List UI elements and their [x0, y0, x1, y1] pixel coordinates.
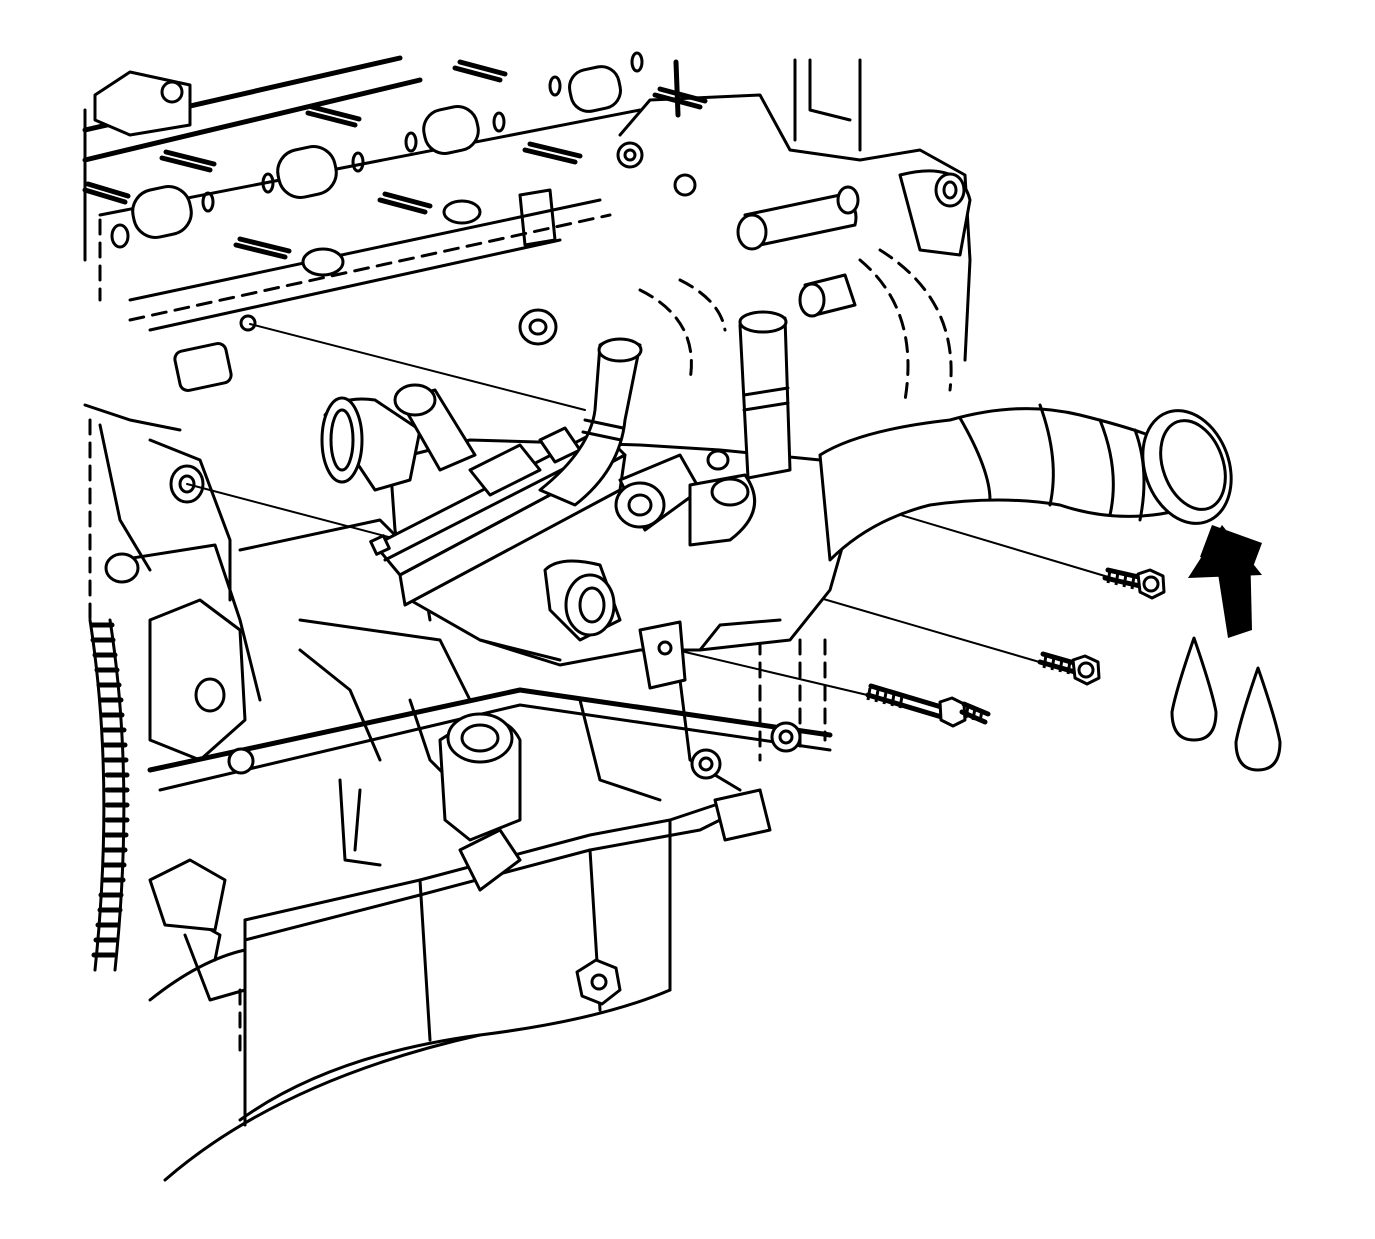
stud-bolt-lower [865, 683, 991, 728]
heater-nipple [393, 383, 477, 472]
pan-flange-bracket [713, 788, 772, 842]
vertical-pipe [738, 310, 792, 480]
engine-block [82, 51, 972, 1182]
oil-pan-pipe [438, 712, 522, 892]
curved-tube [538, 337, 643, 507]
radiator-outlet-pipe [818, 403, 1233, 562]
coolant-drop-icon [1170, 636, 1218, 742]
arrow-up-icon [1188, 525, 1262, 638]
bolt-boss [614, 449, 730, 532]
bypass-elbow [688, 473, 757, 547]
lower-stub [543, 559, 622, 642]
flywheel-ring-gear [88, 618, 130, 972]
small-stub-tube [798, 273, 857, 318]
outlet-neck [320, 396, 422, 492]
oil-drain-plug [575, 958, 622, 1006]
sensor-boss [898, 169, 972, 257]
bolt-middle [1037, 651, 1101, 686]
manifold-stud [82, 59, 708, 260]
coolant-drop-icon [1234, 666, 1282, 772]
coolant-outlet-housing [320, 310, 852, 690]
bolt-upper [1102, 567, 1166, 600]
mounting-tab [638, 620, 687, 690]
bypass-tube [736, 185, 860, 251]
